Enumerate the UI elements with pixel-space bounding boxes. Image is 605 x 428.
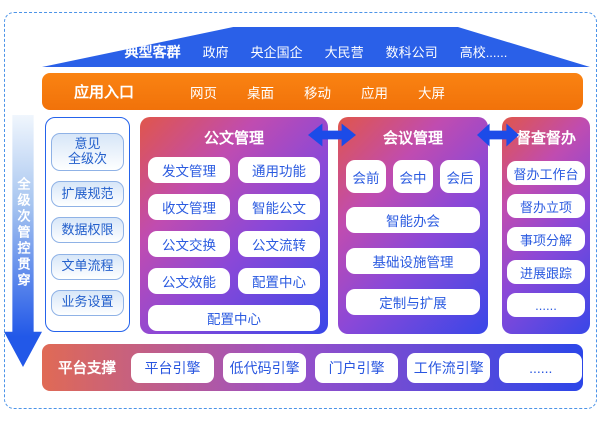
customer-item-soe: 央企国企 (250, 45, 303, 60)
doc-item-outgoing: 发文管理 (148, 157, 230, 183)
supervision-item-workbench: 督办工作台 (507, 161, 585, 185)
doc-item-smart-doc: 智能公文 (238, 194, 320, 220)
entry-item-bigscreen: 大屏 (418, 85, 446, 101)
supervision-item-progress: 进展跟踪 (507, 260, 585, 284)
doc-item-efficiency: 公文效能 (148, 268, 230, 294)
module-meeting-phase-row: 会前 会中 会后 (338, 160, 488, 193)
entry-item-desktop: 桌面 (247, 85, 275, 101)
app-entry-bar: 应用入口 网页 桌面 移动 应用 大屏 (42, 73, 583, 110)
meeting-item-during: 会中 (393, 160, 433, 193)
entry-item-mobile: 移动 (304, 85, 332, 101)
entry-item-web: 网页 (190, 85, 218, 101)
customer-banner-row: 典型客群 政府 央企国企 大民营 数科公司 高校...... (42, 42, 590, 62)
doc-item-config-center-wide: 配置中心 (148, 305, 320, 331)
doc-item-exchange: 公文交换 (148, 231, 230, 257)
meeting-item-after: 会后 (440, 160, 480, 193)
module-meeting-stack: 智能办会 基础设施管理 定制与扩展 (338, 207, 488, 315)
doc-item-general: 通用功能 (238, 157, 320, 183)
module-supervision: 督查督办 督办工作台 督办立项 事项分解 进展跟踪 ...... (502, 117, 590, 334)
module-meeting-title: 会议管理 (382, 130, 443, 147)
module-supervision-stack: 督办工作台 督办立项 事项分解 进展跟踪 ...... (502, 161, 590, 317)
double-arrow-icon (477, 123, 519, 147)
meeting-item-infrastructure: 基础设施管理 (346, 248, 480, 274)
customer-item-digital-co: 数科公司 (385, 45, 438, 60)
customer-item-private: 大民营 (324, 45, 364, 60)
app-entry-label: 应用入口 (74, 84, 135, 101)
meeting-item-customization: 定制与扩展 (346, 289, 480, 315)
control-panel: 意见 全级次 扩展规范 数据权限 文单流程 业务设置 (45, 117, 130, 332)
customer-item-government: 政府 (202, 45, 229, 60)
full-level-control-label: 全级次管控贯穿 (15, 177, 31, 289)
engine-item-workflow: 工作流引擎 (407, 352, 491, 383)
module-document-management: 公文管理 发文管理 通用功能 收文管理 智能公文 公文交换 公文流转 公文效能 … (140, 117, 328, 334)
customer-item-university: 高校...... (459, 45, 508, 60)
module-document-title: 公文管理 (203, 130, 264, 147)
control-item-data-permission: 数据权限 (51, 217, 124, 244)
doc-item-circulation: 公文流转 (238, 231, 320, 257)
supervision-item-more: ...... (507, 293, 585, 317)
outer-dashed-border (4, 12, 597, 409)
module-supervision-title: 督查督办 (515, 130, 576, 147)
doc-item-incoming: 收文管理 (148, 194, 230, 220)
platform-support-bar: 平台支撑 平台引擎 低代码引擎 门户引擎 工作流引擎 ...... (42, 344, 583, 391)
engine-item-more: ...... (499, 352, 583, 383)
app-entry-items: 网页 桌面 移动 应用 大屏 (190, 82, 445, 102)
double-arrow-icon (308, 123, 356, 147)
supervision-item-project: 督办立项 (507, 194, 585, 218)
platform-engine-items: 平台引擎 低代码引擎 门户引擎 工作流引擎 ...... (131, 352, 583, 383)
control-item-extension-spec: 扩展规范 (51, 181, 124, 208)
control-item-opinion-levels: 意见 全级次 (51, 133, 124, 172)
engine-item-portal: 门户引擎 (315, 352, 399, 383)
module-document-grid: 发文管理 通用功能 收文管理 智能公文 公文交换 公文流转 公文效能 配置中心 … (140, 157, 328, 331)
control-item-doc-flow: 文单流程 (51, 253, 124, 280)
meeting-item-before: 会前 (346, 160, 386, 193)
platform-support-label: 平台支撑 (58, 361, 116, 377)
control-item-business-settings: 业务设置 (51, 289, 124, 316)
customer-banner-label: 典型客群 (124, 44, 181, 60)
module-meeting-management: 会议管理 会前 会中 会后 智能办会 基础设施管理 定制与扩展 (338, 117, 488, 334)
doc-item-config-center: 配置中心 (238, 268, 320, 294)
supervision-item-breakdown: 事项分解 (507, 227, 585, 251)
engine-item-platform: 平台引擎 (131, 352, 215, 383)
meeting-item-smart: 智能办会 (346, 207, 480, 233)
customer-banner: 典型客群 政府 央企国企 大民营 数科公司 高校...... (42, 27, 590, 67)
entry-item-app: 应用 (361, 85, 389, 101)
engine-item-lowcode: 低代码引擎 (223, 352, 307, 383)
